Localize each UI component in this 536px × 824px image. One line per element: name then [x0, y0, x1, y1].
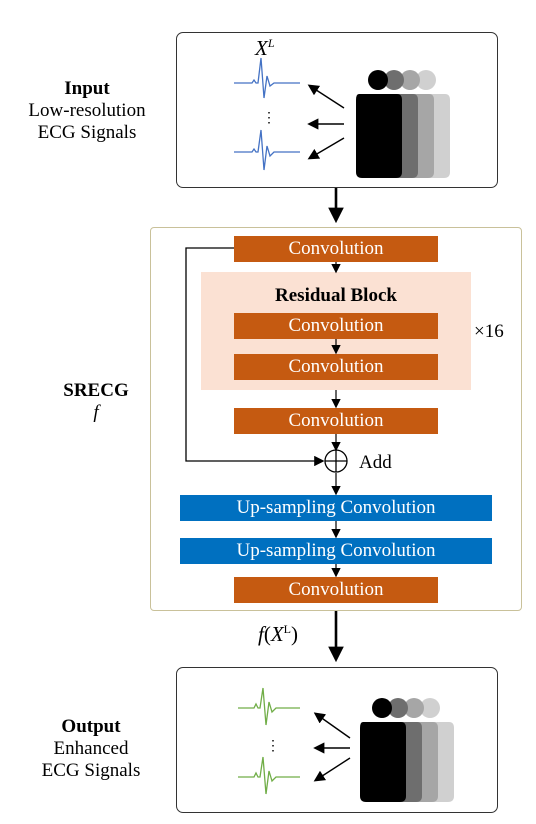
res-conv-2-block: Convolution	[234, 354, 438, 380]
repeat-count: ×16	[474, 321, 504, 342]
input-line1: Low-resolution	[28, 100, 146, 121]
input-line2: ECG Signals	[37, 122, 137, 143]
function-label: f(XL)	[258, 622, 299, 646]
res-conv-1-block: Convolution	[234, 313, 438, 339]
input-title: Input	[64, 78, 110, 99]
residual-block-title: Residual Block	[275, 285, 397, 306]
input-signal-label: XL	[255, 36, 275, 60]
output-label: Output Enhanced ECG Signals	[8, 716, 174, 782]
input-dots: ⋮	[262, 111, 276, 126]
upsampling-block-2: Up-sampling Convolution	[180, 538, 492, 564]
add-node-icon	[324, 449, 348, 473]
input-label: Input Low-resolution ECG Signals	[0, 78, 174, 144]
output-ecg-signal-top	[238, 687, 300, 726]
add-label: Add	[359, 452, 392, 473]
input-ecg-signal-top	[234, 57, 300, 99]
srecg-symbol: f	[93, 402, 99, 423]
conv-after-block: Convolution	[234, 408, 438, 434]
conv-last-block: Convolution	[234, 577, 438, 603]
output-dots: ⋮	[266, 739, 280, 754]
srecg-title: SRECG	[63, 380, 129, 401]
output-line1: Enhanced	[53, 738, 129, 759]
input-person-arrows	[307, 84, 345, 160]
input-ecg-signal-bottom	[234, 129, 300, 171]
output-ecg-signal-bottom	[238, 756, 300, 795]
upsampling-block-1: Up-sampling Convolution	[180, 495, 492, 521]
srecg-label: SRECG f	[46, 380, 146, 424]
skip-connection	[185, 247, 325, 467]
output-people-icon	[360, 698, 454, 802]
output-person-arrows	[313, 712, 351, 782]
input-people-icon	[356, 70, 450, 178]
output-title: Output	[61, 716, 121, 737]
conv-first-block: Convolution	[234, 236, 438, 262]
output-line2: ECG Signals	[41, 760, 141, 781]
